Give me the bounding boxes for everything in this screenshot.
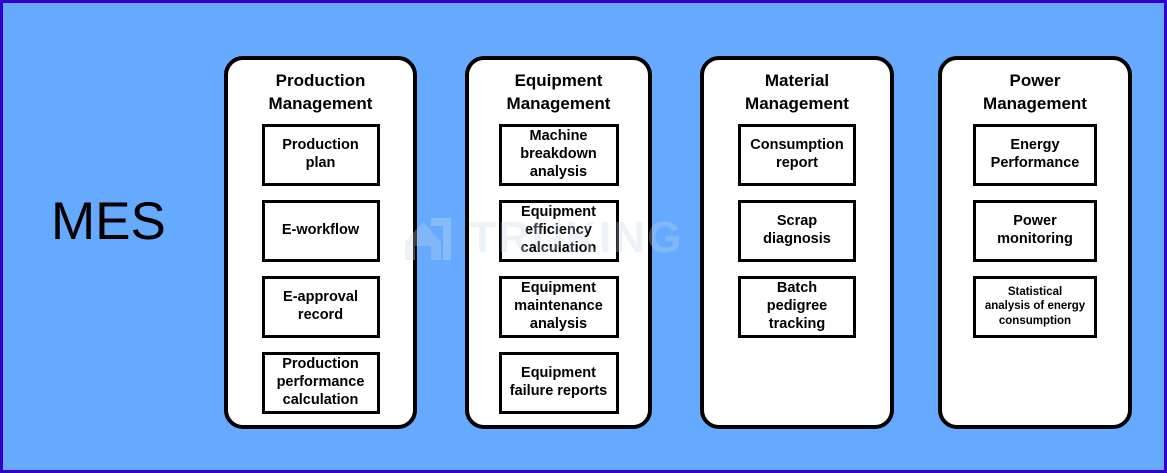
module-item-box[interactable]: Machine breakdown analysis xyxy=(498,123,619,186)
module-item-box[interactable]: Production plan xyxy=(261,123,380,186)
module-item-box[interactable]: Consumption report xyxy=(738,123,856,186)
module-item-box[interactable]: Statistical analysis of energy consumpti… xyxy=(973,275,1097,338)
card-title: Power Management xyxy=(983,71,1087,114)
mes-root-label: MES xyxy=(51,192,166,251)
card-title: Production Management xyxy=(268,71,373,114)
module-item-box[interactable]: Scrap diagnosis xyxy=(738,199,856,262)
module-item-box[interactable]: Batch pedigree tracking xyxy=(738,275,856,338)
module-item-box[interactable]: Equipment efficiency calculation xyxy=(498,199,619,262)
module-item-box[interactable]: Production performance calculation xyxy=(261,351,380,414)
module-item-box[interactable]: Energy Performance xyxy=(973,123,1097,186)
module-item-box[interactable]: E-approval record xyxy=(261,275,380,338)
module-item-box[interactable]: E-workflow xyxy=(261,199,380,262)
module-item-box[interactable]: Power monitoring xyxy=(973,199,1097,262)
module-item-box[interactable]: Equipment maintenance analysis xyxy=(498,275,619,338)
module-card-equipment-management[interactable]: Equipment Management Machine breakdown a… xyxy=(465,56,652,429)
card-title: Equipment Management xyxy=(506,71,611,114)
module-item-box[interactable]: Equipment failure reports xyxy=(498,351,619,414)
card-title: Material Management xyxy=(745,71,849,114)
